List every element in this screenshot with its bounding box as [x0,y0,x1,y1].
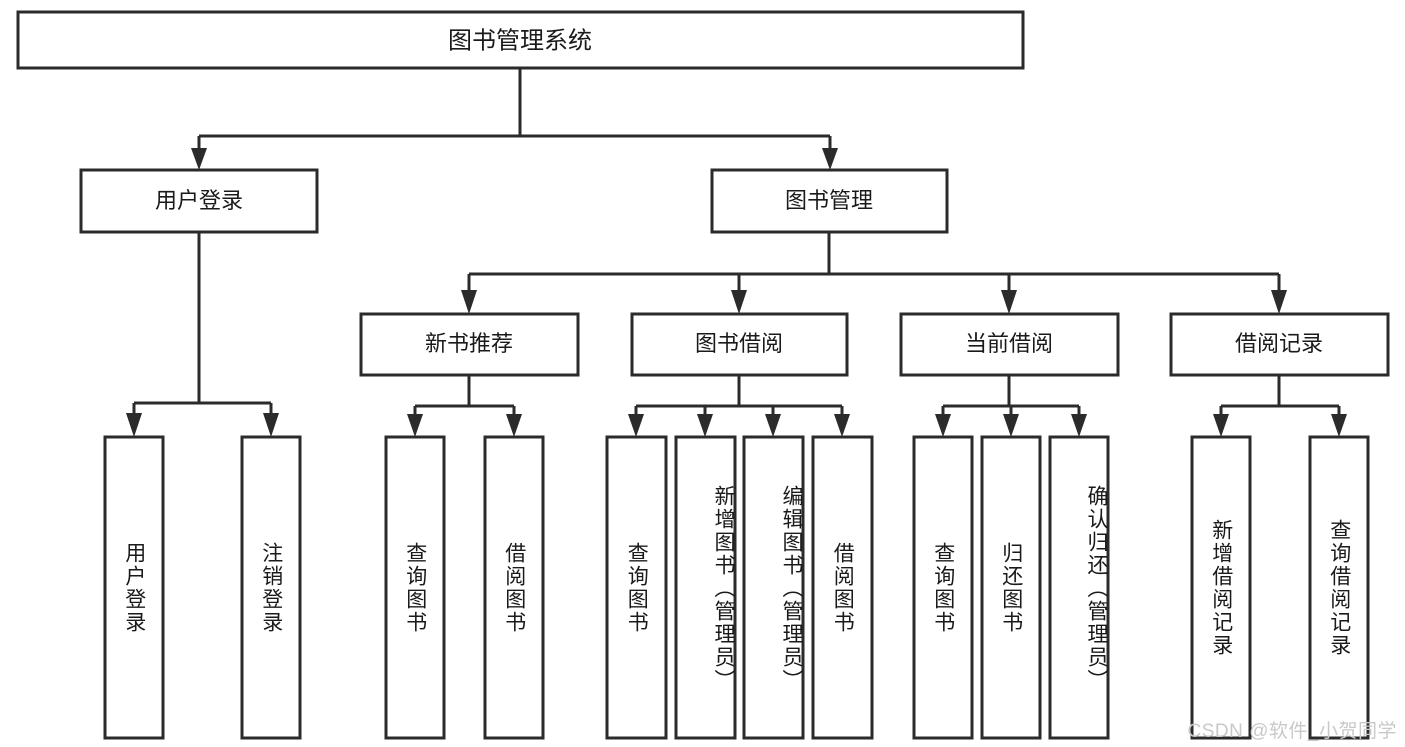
arrow-to-user-login [191,148,207,170]
node-book-manage-label: 图书管理 [785,188,873,213]
connector-current-borrow-to-leaves [935,375,1087,437]
csdn-watermark: CSDN @软件_小贺同学 [1187,721,1397,742]
leaf-box-borrow-book[interactable] [811,435,874,740]
node-current-borrow-box[interactable] [899,312,1120,377]
node-borrow-record[interactable]: 借阅记录 [1169,312,1390,377]
leaf-box-logout[interactable] [240,435,302,740]
arrow-to-book-manage [822,148,838,170]
leaf-box-search-borrow-record[interactable] [1308,435,1370,740]
node-new-book-recommend[interactable]: 新书推荐 [359,312,580,377]
node-book-borrow-label: 图书借阅 [695,331,783,356]
node-new-book-recommend-box[interactable] [359,312,580,377]
leaf-box-confirm-return-admin[interactable] [1048,435,1110,740]
leaf-box-edit-book-admin[interactable] [742,435,805,740]
connector-book-borrow-to-leaves [628,375,850,437]
node-root-label: 图书管理系统 [448,27,592,54]
leaf-box-add-borrow-record[interactable] [1190,435,1252,740]
leaf-box-user-login[interactable] [103,435,165,740]
leaf-box-search-book-rec[interactable] [384,435,446,740]
leaf-boxes [103,435,1370,740]
node-current-borrow-label: 当前借阅 [965,331,1053,356]
node-root-box[interactable] [16,10,1025,70]
connector-borrow-record-to-leaves [1213,375,1347,437]
node-user-login[interactable]: 用户登录 [79,168,319,234]
node-new-book-recommend-label: 新书推荐 [425,331,513,356]
connector-user-login-to-leaves [126,232,279,437]
connector-new-book-recommend-to-leaves [407,375,522,437]
node-current-borrow[interactable]: 当前借阅 [899,312,1120,377]
connector-root-to-level2 [191,68,838,170]
leaf-box-return-book[interactable] [980,435,1042,740]
leaf-box-borrow-book-rec[interactable] [483,435,545,740]
node-borrow-record-label: 借阅记录 [1235,331,1323,356]
node-root[interactable]: 图书管理系统 [16,10,1025,70]
leaf-box-search-book-borrow[interactable] [605,435,668,740]
connector-book-manage-to-level3 [461,232,1287,314]
leaf-box-search-book-current[interactable] [912,435,974,740]
node-user-login-label: 用户登录 [155,188,243,213]
leaf-box-add-book-admin[interactable] [674,435,737,740]
node-book-manage[interactable]: 图书管理 [710,168,949,234]
node-user-login-box[interactable] [79,168,319,234]
node-book-borrow[interactable]: 图书借阅 [630,312,849,377]
